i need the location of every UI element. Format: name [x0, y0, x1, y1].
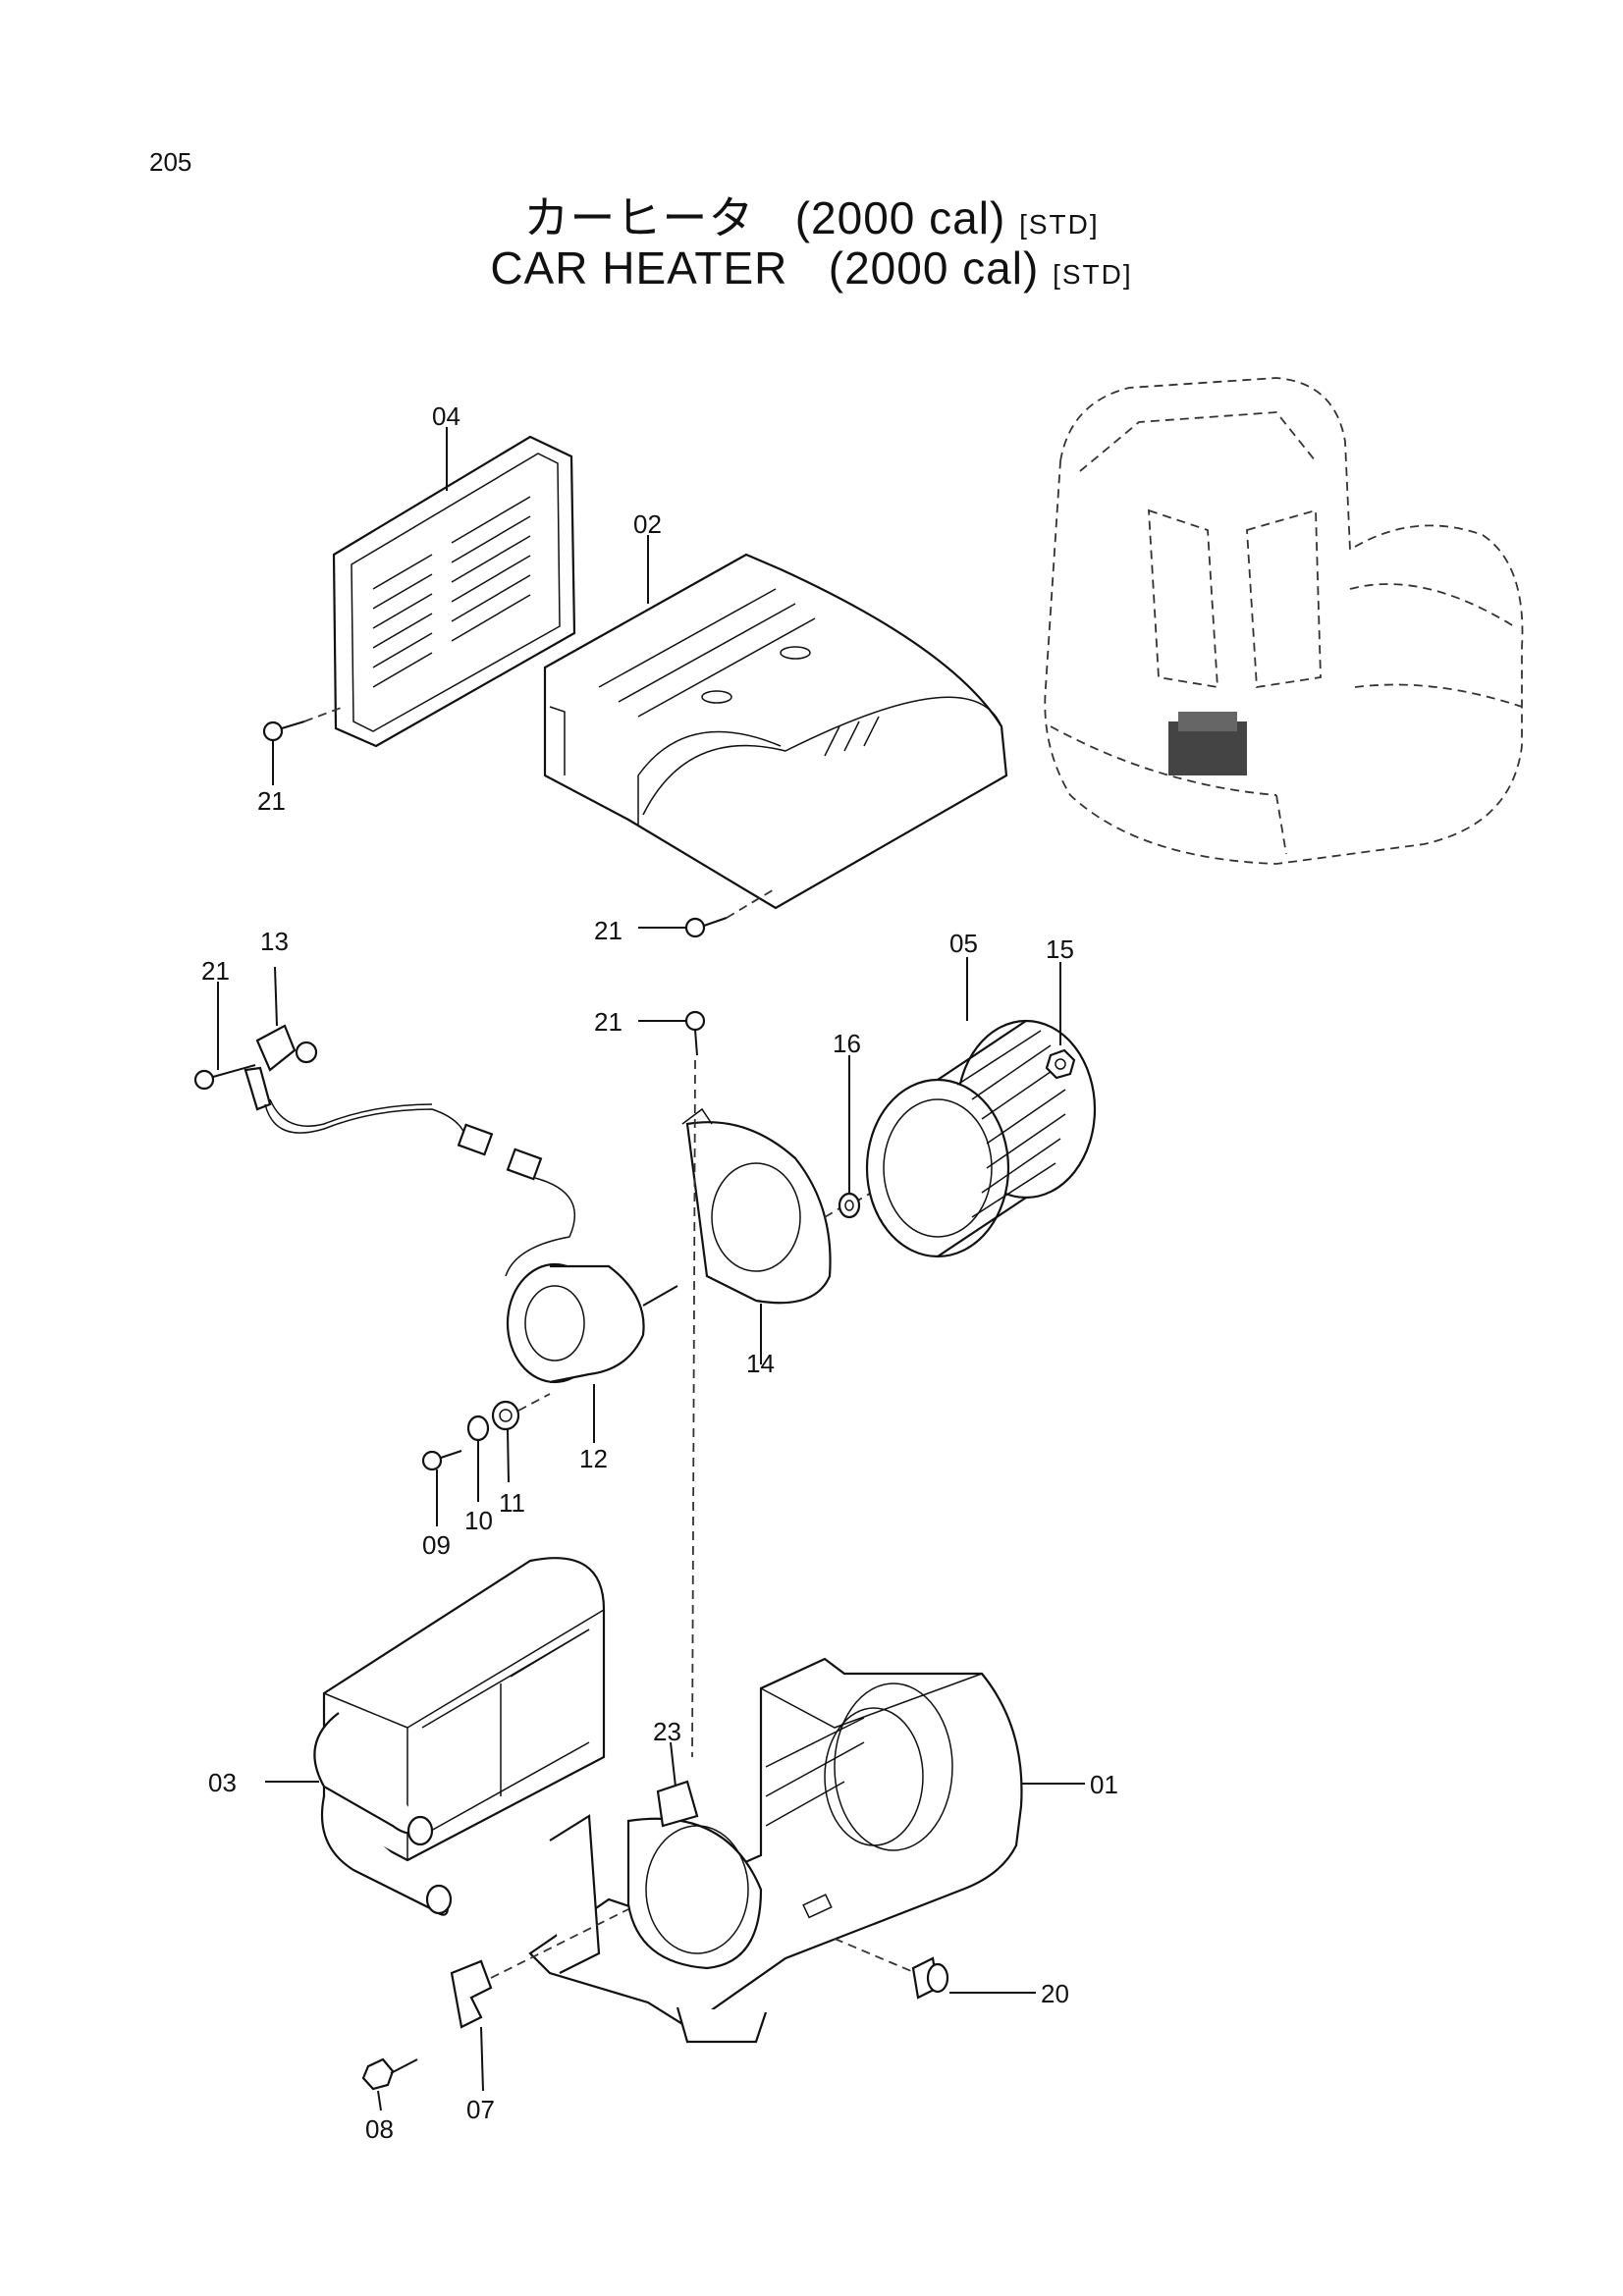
title-japanese: カーヒータ (2000 cal) [STD]	[0, 183, 1623, 247]
part-04-filter-plate	[332, 435, 576, 748]
part-08-bolt	[361, 2057, 418, 2111]
callout-14: 14	[746, 1349, 775, 1378]
callout-07: 07	[466, 2095, 495, 2124]
part-21-screw-top-left	[262, 706, 345, 785]
callout-01: 01	[1090, 1770, 1118, 1799]
callout-16: 16	[833, 1029, 861, 1058]
callout-21-b: 21	[594, 916, 622, 945]
part-21-screw-connector	[193, 982, 256, 1091]
callout-20: 20	[1041, 1979, 1069, 2008]
title-jp-tag: [STD]	[1019, 209, 1100, 240]
part-14-fan-shroud	[681, 1107, 832, 1364]
callout-15: 15	[1046, 934, 1074, 964]
callout-23: 23	[653, 1717, 681, 1746]
part-16-washer	[838, 1055, 861, 1219]
part-02-heater-cover	[543, 553, 1008, 910]
callout-11: 11	[499, 1488, 525, 1518]
callout-21-a: 21	[257, 786, 286, 816]
part-20-cap	[834, 1938, 1036, 2000]
callout-04: 04	[432, 401, 460, 431]
page-number: 205	[149, 147, 192, 177]
callout-03: 03	[208, 1768, 237, 1797]
part-11-grommet	[491, 1393, 551, 1483]
title-jp-spec: (2000 cal)	[794, 192, 1006, 243]
part-15-nut	[1045, 962, 1076, 1080]
wire-harness	[264, 1098, 575, 1277]
title-en-text: CAR HEATER	[490, 242, 788, 294]
callout-13: 13	[260, 927, 289, 956]
callout-12: 12	[579, 1444, 608, 1473]
part-12-blower-motor	[506, 1262, 678, 1443]
callout-21-d: 21	[594, 1007, 622, 1037]
title-jp-text: カーヒータ	[523, 192, 755, 243]
title-en-tag: [STD]	[1053, 259, 1133, 290]
callout-05: 05	[949, 929, 978, 958]
callout-02: 02	[633, 509, 662, 539]
part-21-screw-cover	[638, 887, 777, 938]
part-01-heater-case	[528, 1657, 1085, 2044]
title-english: CAR HEATER (2000 cal) [STD]	[0, 241, 1623, 294]
part-03-heater-core	[265, 1557, 606, 1916]
part-07-bracket	[450, 1908, 629, 2092]
part-23-clip	[656, 1741, 699, 1828]
callout-21-c: 21	[201, 956, 230, 986]
excavator-cab-illustration	[1044, 377, 1524, 865]
part-21-screw-bracket	[638, 1010, 706, 1056]
part-13-connector-bracket	[243, 966, 318, 1111]
callout-08: 08	[365, 2114, 394, 2144]
title-en-spec: (2000 cal)	[828, 242, 1040, 294]
part-10-washer	[466, 1415, 490, 1502]
callout-10: 10	[464, 1506, 493, 1535]
callout-09: 09	[422, 1530, 451, 1560]
part-09-screw	[421, 1450, 462, 1526]
